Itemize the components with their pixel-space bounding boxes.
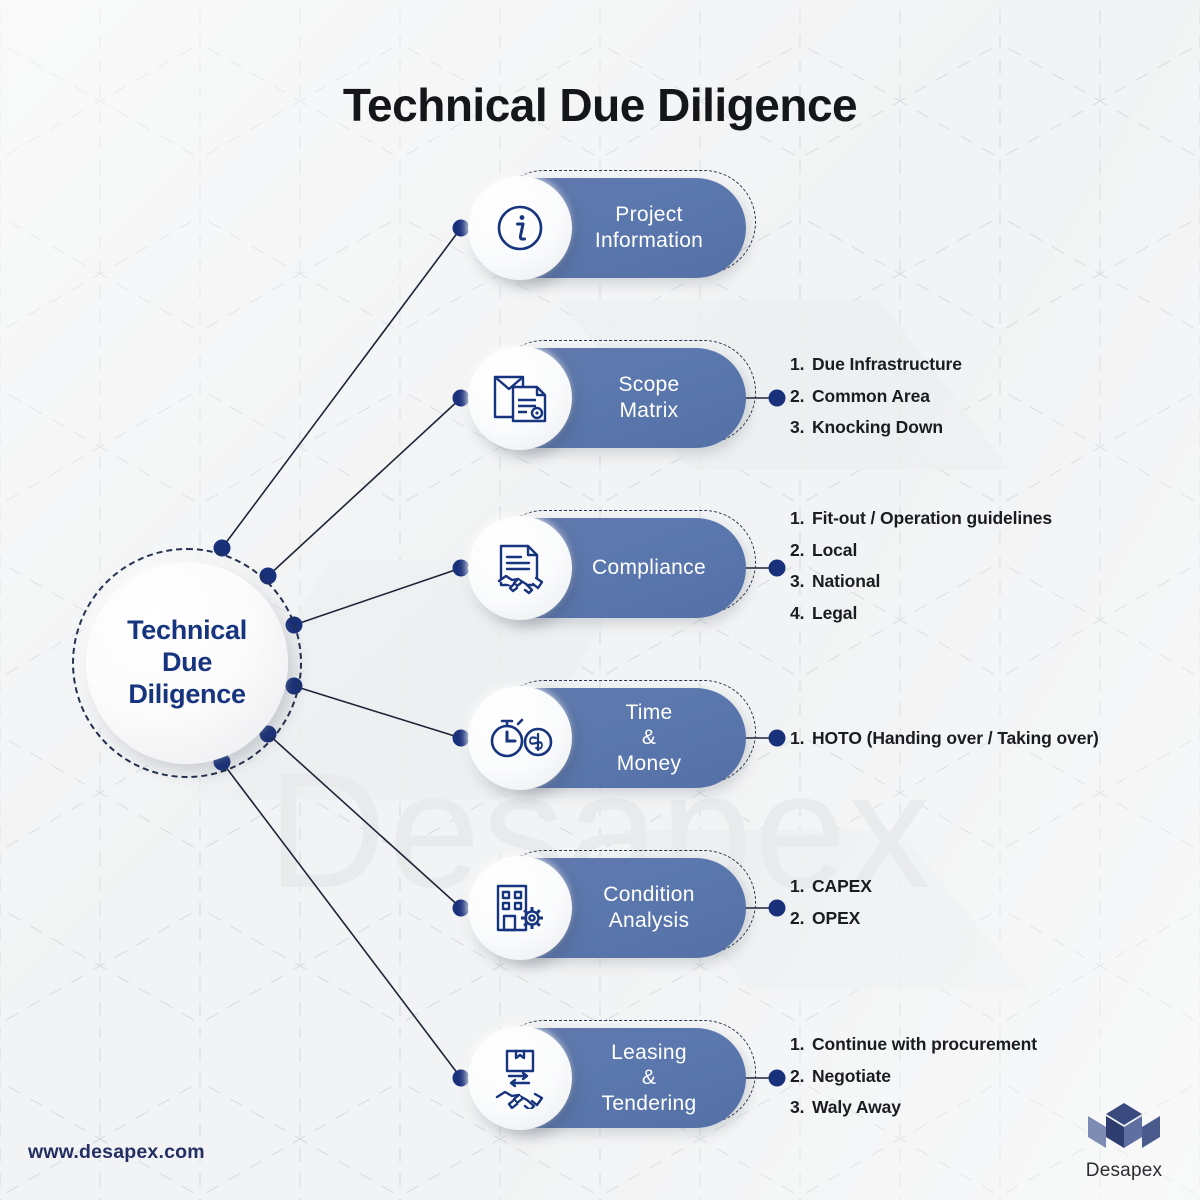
website-url[interactable]: www.desapex.com bbox=[28, 1141, 205, 1163]
list-item-number: 1. bbox=[790, 354, 805, 374]
logo-cube-icon bbox=[1088, 1103, 1160, 1148]
list-item-text: Due Infrastructure bbox=[812, 354, 962, 374]
list-item-number: 1. bbox=[790, 876, 805, 896]
node-scope-matrix[interactable]: Scope Matrix bbox=[468, 340, 756, 452]
list-item: 1. Fit-out / Operation guidelines bbox=[790, 508, 1053, 528]
node-time-and-money[interactable]: Time & Money bbox=[468, 680, 756, 792]
node-label: Condition Analysis bbox=[603, 883, 695, 932]
list-item-number: 2. bbox=[790, 539, 805, 560]
list-item-text: Common Area bbox=[812, 385, 930, 406]
list-item-number: 4. bbox=[790, 602, 805, 623]
document-handshake-icon bbox=[468, 516, 572, 620]
node-label: Compliance bbox=[592, 556, 706, 580]
list-item: 4. Legal bbox=[790, 602, 1052, 623]
node-label: Scope Matrix bbox=[618, 373, 680, 422]
bullets-time-and-money: 1. HOTO (Handing over / Taking over) bbox=[790, 728, 1099, 748]
bullets-scope-matrix: 1. Due Infrastructure 2. Common Area 3. Kno… bbox=[790, 354, 962, 437]
box-exchange-handshake-icon bbox=[468, 1026, 572, 1130]
list-item: 1. Continue with procurement bbox=[790, 1034, 1038, 1054]
bullets-condition-analysis: 1. CAPEX 2. OPEX bbox=[790, 876, 872, 928]
hub-node[interactable]: Technical Due Diligence bbox=[72, 548, 302, 778]
list-item: 1. CAPEX bbox=[790, 876, 872, 896]
list-item: 2. Negotiate bbox=[790, 1065, 1037, 1086]
node-leasing-and-tendering[interactable]: Leasing & Tendering bbox=[468, 1020, 756, 1132]
list-item-text: CAPEX bbox=[812, 876, 872, 896]
info-circle-icon bbox=[468, 176, 572, 280]
hub-circle: Technical Due Diligence bbox=[86, 562, 288, 764]
hub-label: Technical Due Diligence bbox=[127, 615, 247, 709]
list-item-text: Negotiate bbox=[812, 1065, 891, 1086]
stopwatch-dollar-icon bbox=[468, 686, 572, 790]
list-item: 2. Local bbox=[790, 539, 1052, 560]
list-item-number: 3. bbox=[790, 417, 805, 437]
node-condition-analysis[interactable]: Condition Analysis bbox=[468, 850, 756, 962]
node-compliance[interactable]: Compliance bbox=[468, 510, 756, 622]
bullets-compliance: 1. Fit-out / Operation guidelines 2. Local… bbox=[790, 508, 1053, 623]
list-item-text: OPEX bbox=[812, 907, 861, 928]
list-item-number: 3. bbox=[790, 1097, 805, 1117]
desapex-logo: Desapex bbox=[1070, 1101, 1178, 1182]
list-item-text: Continue with procurement bbox=[812, 1034, 1038, 1054]
building-gear-icon bbox=[468, 856, 572, 960]
list-item: 3. Knocking Down bbox=[790, 417, 962, 437]
list-item-text: Knocking Down bbox=[812, 417, 943, 437]
list-item-text: Waly Away bbox=[812, 1097, 901, 1117]
logo-text: Desapex bbox=[1085, 1160, 1163, 1181]
list-item-text: HOTO (Handing over / Taking over) bbox=[812, 728, 1099, 748]
list-item-number: 1. bbox=[790, 508, 805, 528]
list-item-text: Fit-out / Operation guidelines bbox=[812, 508, 1053, 528]
node-label: Time & Money bbox=[616, 700, 682, 775]
node-label: Leasing & Tendering bbox=[601, 1040, 697, 1115]
list-item-text: Legal bbox=[812, 602, 858, 623]
list-item-text: National bbox=[812, 571, 881, 591]
list-item-number: 2. bbox=[790, 1065, 805, 1086]
list-item-number: 1. bbox=[790, 1034, 805, 1054]
node-label: Project Information bbox=[594, 203, 704, 252]
node-project-information[interactable]: Project Information bbox=[468, 170, 756, 282]
list-item: 3. National bbox=[790, 571, 1052, 591]
list-item: 3. Waly Away bbox=[790, 1097, 1037, 1117]
list-item-number: 3. bbox=[790, 571, 805, 591]
list-item-text: Local bbox=[812, 539, 858, 560]
list-item: 1. HOTO (Handing over / Taking over) bbox=[790, 728, 1099, 748]
list-item-number: 1. bbox=[790, 728, 805, 748]
list-item: 1. Due Infrastructure bbox=[790, 354, 962, 374]
list-item-number: 2. bbox=[790, 907, 805, 928]
document-envelope-icon bbox=[468, 346, 572, 450]
list-item: 2. Common Area bbox=[790, 385, 962, 406]
list-item-number: 2. bbox=[790, 385, 805, 406]
bullets-leasing-and-tendering: 1.Continue with procurement 2.Negotiate … bbox=[790, 1034, 1038, 1117]
list-item: 2. OPEX bbox=[790, 907, 872, 928]
page-title: Technical Due Diligence bbox=[342, 79, 858, 131]
